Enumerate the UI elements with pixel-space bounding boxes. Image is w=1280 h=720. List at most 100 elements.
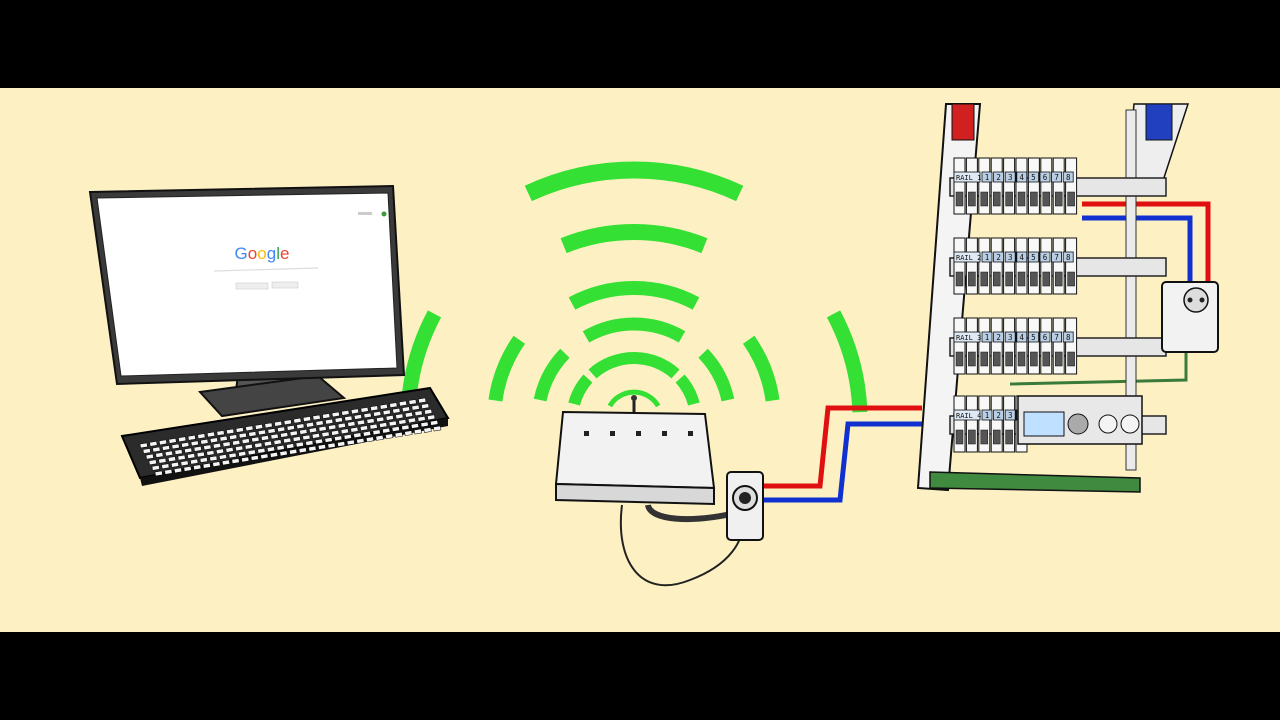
- search-button: [235, 282, 269, 290]
- channel-number-box: [1039, 331, 1051, 343]
- keyboard-key: [404, 411, 414, 418]
- breaker-module: [1052, 157, 1065, 215]
- keyboard-key: [158, 457, 167, 464]
- channel-number: 6: [1043, 173, 1048, 182]
- keyboard-key: [167, 456, 177, 462]
- keyboard-key: [190, 458, 199, 465]
- breaker-module: [953, 157, 966, 215]
- channel-number: 1: [985, 173, 990, 182]
- breaker-module: [1040, 237, 1053, 295]
- keyboard-key: [277, 426, 286, 433]
- keyboard-key: [151, 465, 160, 471]
- breaker-module: [1065, 237, 1078, 295]
- wifi-arc: [488, 335, 526, 402]
- keyboard-key: [299, 429, 308, 435]
- keyboard-key: [312, 414, 321, 421]
- keyboard-key: [363, 412, 372, 419]
- keyboard-key: [421, 403, 430, 409]
- keyboard-key: [433, 425, 442, 432]
- keyboard-key: [411, 404, 420, 411]
- keyboard-key: [407, 417, 417, 424]
- channel-number-box: [1016, 251, 1028, 263]
- breaker-module: [1052, 317, 1065, 375]
- rail-label: RAIL 4: [956, 412, 981, 420]
- channel-number-box: [981, 171, 993, 183]
- channel-number: 8: [1066, 333, 1071, 342]
- keyboard-key: [382, 409, 391, 416]
- keyboard-key: [154, 470, 163, 477]
- keyboard-key: [212, 461, 221, 467]
- keyboard-key: [266, 446, 276, 453]
- keyboard-key: [197, 433, 206, 439]
- keyboard-key: [203, 444, 212, 451]
- wifi-arc: [524, 161, 744, 202]
- live-wire: [762, 405, 922, 489]
- keyboard-key: [164, 450, 174, 457]
- breaker-module: [990, 237, 1003, 295]
- keyboard-key: [209, 437, 219, 444]
- keyboard-key: [289, 430, 298, 437]
- rail-label: RAIL 3: [956, 334, 981, 342]
- keyboard-key: [193, 464, 202, 471]
- keyboard-key: [344, 415, 353, 422]
- channel-number-box: [1016, 331, 1028, 343]
- breaker-module: [953, 395, 966, 453]
- breaker-module: [1015, 237, 1028, 295]
- channel-number: 1: [985, 411, 990, 420]
- keyboard-key: [218, 454, 228, 460]
- channel-number-box: [1028, 251, 1039, 263]
- keyboard-key: [221, 459, 231, 466]
- channel-number-box: [1039, 171, 1051, 183]
- keyboard-key: [353, 432, 362, 439]
- keyboard-key: [149, 441, 158, 447]
- keyboard-key: [359, 425, 369, 431]
- breaker-module: [953, 237, 966, 295]
- channel-number: 2: [996, 333, 1001, 342]
- keyboard-key: [250, 455, 259, 461]
- keyboard-key: [373, 411, 382, 417]
- keyboard-key: [171, 443, 180, 450]
- keyboard-key: [331, 430, 340, 436]
- channel-number: 7: [1054, 173, 1059, 182]
- keyboard-key: [155, 452, 164, 458]
- keyboard-key: [206, 431, 216, 438]
- keyboard-key: [401, 406, 411, 413]
- keyboard-key: [251, 436, 260, 443]
- wifi-arc: [568, 281, 700, 310]
- keyboard-key: [350, 408, 360, 415]
- wiring: [619, 201, 1211, 587]
- keyboard-key: [209, 455, 218, 462]
- keyboard-key: [148, 459, 157, 466]
- keyboard-key: [235, 427, 244, 433]
- keyboard-key: [184, 447, 193, 454]
- keyboard-key: [289, 448, 298, 455]
- wifi-arc: [582, 317, 686, 343]
- channel-number-box: [1028, 331, 1039, 343]
- keyboard-key: [286, 443, 295, 449]
- google-logo: Google: [235, 244, 290, 263]
- channel-number-box: [1062, 251, 1074, 263]
- live-wire-socket: [1082, 201, 1211, 290]
- channel-number: 1: [985, 333, 990, 342]
- keyboard-key: [292, 436, 301, 442]
- keyboard-key: [360, 407, 369, 413]
- keyboard-key: [302, 416, 312, 422]
- google-logo-letter: l: [276, 244, 280, 263]
- keyboard-key: [269, 452, 279, 458]
- breaker-module: [1003, 237, 1016, 295]
- keyboard-key: [276, 444, 285, 451]
- keyboard-key: [346, 439, 355, 446]
- neutral-wire-socket: [1082, 215, 1193, 290]
- keyboard-key: [158, 439, 168, 446]
- keyboard-key: [232, 439, 241, 446]
- keyboard-key: [334, 417, 343, 423]
- keyboard-key: [418, 397, 427, 404]
- keyboard-key: [420, 421, 429, 428]
- keyboard-key: [202, 462, 211, 469]
- breaker-module: [978, 395, 991, 453]
- desktop-monitor-icon: Google: [88, 184, 406, 418]
- channel-number: 8: [1066, 173, 1071, 182]
- channel-number-box: [981, 409, 993, 421]
